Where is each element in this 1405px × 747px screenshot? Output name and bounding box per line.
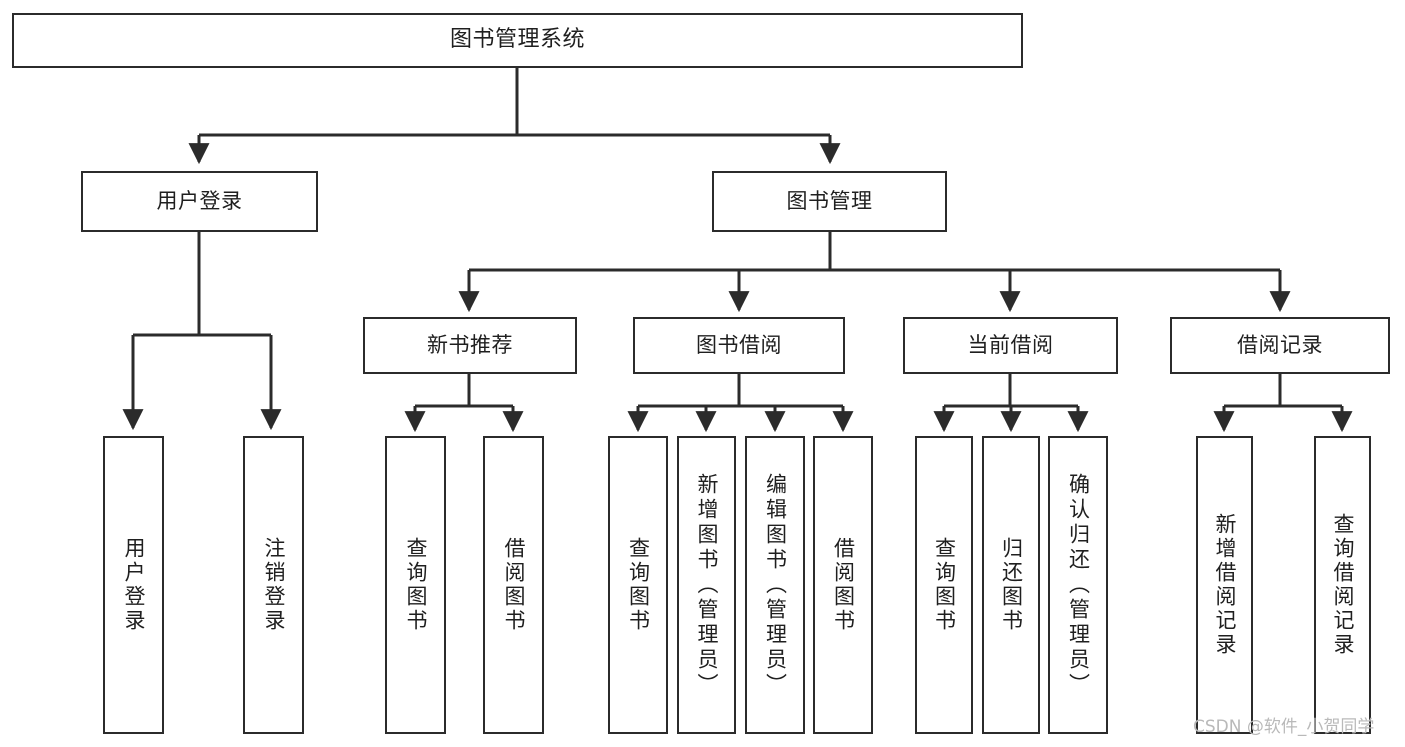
- leaf-query-books-current[interactable]: 查询图书: [915, 436, 973, 734]
- node-label: 查询图书: [932, 537, 957, 633]
- leaf-query-books-borrow[interactable]: 查询图书: [608, 436, 668, 734]
- node-label: 借阅图书: [831, 537, 856, 633]
- node-label: 编辑图书（管理员）: [763, 472, 788, 698]
- leaf-confirm-return-admin[interactable]: 确认归还（管理员）: [1048, 436, 1108, 734]
- node-label: 注销登录: [262, 537, 286, 633]
- node-label: 查询借阅记录: [1331, 513, 1355, 657]
- leaf-return-books[interactable]: 归还图书: [982, 436, 1040, 734]
- node-label: 新增借阅记录: [1213, 513, 1237, 657]
- node-label: 确认归还（管理员）: [1066, 472, 1091, 698]
- node-label: 用户登录: [122, 537, 146, 633]
- node-book-borrowing[interactable]: 图书借阅: [633, 317, 845, 374]
- leaf-user-login[interactable]: 用户登录: [103, 436, 164, 734]
- node-user-login[interactable]: 用户登录: [81, 171, 318, 232]
- node-new-book-recommendation[interactable]: 新书推荐: [363, 317, 577, 374]
- leaf-logout[interactable]: 注销登录: [243, 436, 304, 734]
- node-label: 图书管理: [786, 188, 873, 213]
- leaf-borrow-books[interactable]: 借阅图书: [813, 436, 873, 734]
- node-label: 图书管理系统: [449, 27, 585, 53]
- leaf-query-borrow-record[interactable]: 查询借阅记录: [1314, 436, 1371, 734]
- leaf-add-borrow-record[interactable]: 新增借阅记录: [1196, 436, 1253, 734]
- node-label: 查询图书: [626, 537, 651, 633]
- node-book-management[interactable]: 图书管理: [712, 171, 947, 232]
- node-current-borrowing[interactable]: 当前借阅: [903, 317, 1118, 374]
- leaf-edit-book-admin[interactable]: 编辑图书（管理员）: [745, 436, 805, 734]
- node-label: 借阅图书: [502, 537, 526, 633]
- node-label: 图书借阅: [696, 332, 782, 357]
- node-root-book-management-system[interactable]: 图书管理系统: [12, 13, 1023, 68]
- watermark: CSDN @软件_小贺同学: [1193, 717, 1375, 737]
- node-label: 归还图书: [999, 537, 1024, 633]
- node-label: 借阅记录: [1237, 332, 1323, 357]
- node-label: 新书推荐: [427, 332, 513, 357]
- node-label: 当前借阅: [967, 332, 1054, 357]
- leaf-borrow-books-recommend[interactable]: 借阅图书: [483, 436, 544, 734]
- node-label: 新增图书（管理员）: [695, 472, 719, 698]
- leaf-query-books-recommend[interactable]: 查询图书: [385, 436, 446, 734]
- node-borrow-records[interactable]: 借阅记录: [1170, 317, 1390, 374]
- node-label: 查询图书: [404, 537, 428, 633]
- leaf-add-book-admin[interactable]: 新增图书（管理员）: [677, 436, 736, 734]
- node-label: 用户登录: [156, 188, 243, 213]
